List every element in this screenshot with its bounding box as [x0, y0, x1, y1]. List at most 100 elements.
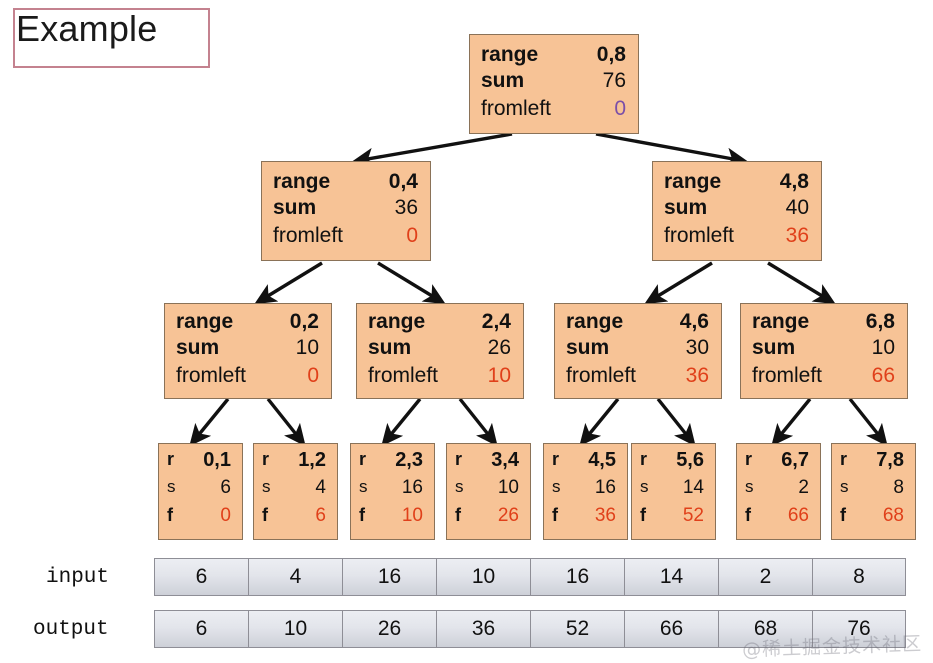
leaf-label-fromleft: f [455, 505, 461, 525]
leaf-label-sum: s [640, 477, 649, 496]
node-label-range: range [273, 170, 331, 193]
leaf-value-sum: 10 [497, 477, 519, 498]
leaf-value-range: 2,3 [395, 449, 423, 471]
tree-node-4-6: range 4,6 sum 30 fromleft 36 [554, 303, 722, 399]
leaf-value-range: 6,7 [781, 449, 809, 471]
leaf-value-sum: 8 [893, 477, 904, 498]
node-value-range: 0,2 [289, 310, 319, 333]
leaf-label-fromleft: f [640, 505, 646, 525]
node-label-range: range [368, 310, 426, 333]
leaf-label-range: r [745, 449, 753, 469]
leaf-value-range: 4,5 [588, 449, 616, 471]
tree-node-2-4: range 2,4 sum 26 fromleft 10 [356, 303, 524, 399]
input-cell: 8 [812, 558, 906, 596]
leaf-label-range: r [167, 449, 175, 469]
output-cell: 6 [154, 610, 248, 648]
node-value-fromleft: 0 [406, 224, 418, 247]
node-label-sum: sum [566, 336, 610, 359]
input-cell: 16 [530, 558, 624, 596]
leaf-value-fromleft: 66 [787, 505, 809, 526]
tree-leaf-1-2: r 1,2 s 4 f 6 [253, 443, 338, 540]
leaf-value-sum: 16 [594, 477, 616, 498]
leaf-value-fromleft: 6 [315, 505, 326, 526]
node-label-fromleft: fromleft [566, 364, 637, 387]
leaf-label-sum: s [840, 477, 849, 496]
node-value-sum: 26 [487, 336, 511, 359]
node-value-range: 4,8 [779, 170, 809, 193]
node-value-fromleft: 0 [307, 364, 319, 387]
tree-leaf-5-6: r 5,6 s 14 f 52 [631, 443, 716, 540]
leaf-value-fromleft: 68 [882, 505, 904, 526]
leaf-value-range: 3,4 [491, 449, 519, 471]
node-label-fromleft: fromleft [664, 224, 735, 247]
leaf-value-range: 1,2 [298, 449, 326, 471]
node-label-range: range [664, 170, 722, 193]
node-value-sum: 30 [685, 336, 709, 359]
input-cell: 16 [342, 558, 436, 596]
output-array-label: output [33, 618, 109, 641]
leaf-label-sum: s [455, 477, 464, 496]
tree-leaf-6-7: r 6,7 s 2 f 66 [736, 443, 821, 540]
input-cell: 6 [154, 558, 248, 596]
node-value-range: 0,4 [388, 170, 418, 193]
tree-node-0-4: range 0,4 sum 36 fromleft 0 [261, 161, 431, 261]
node-label-fromleft: fromleft [176, 364, 247, 387]
output-cell: 66 [624, 610, 718, 648]
leaf-label-range: r [455, 449, 463, 469]
node-value-sum: 10 [295, 336, 319, 359]
output-cell: 10 [248, 610, 342, 648]
node-label-range: range [481, 43, 539, 66]
output-cell: 68 [718, 610, 812, 648]
leaf-value-sum: 4 [315, 477, 326, 498]
leaf-label-fromleft: f [840, 505, 846, 525]
leaf-label-sum: s [262, 477, 271, 496]
output-cell: 76 [812, 610, 906, 648]
node-label-sum: sum [368, 336, 412, 359]
node-value-fromleft: 36 [785, 224, 809, 247]
node-label-range: range [566, 310, 624, 333]
leaf-label-fromleft: f [745, 505, 751, 525]
output-cell: 52 [530, 610, 624, 648]
leaf-label-sum: s [552, 477, 561, 496]
tree-node-4-8: range 4,8 sum 40 fromleft 36 [652, 161, 822, 261]
tree-leaf-7-8: r 7,8 s 8 f 68 [831, 443, 916, 540]
title-box [13, 8, 210, 68]
node-value-sum: 36 [394, 196, 418, 219]
tree-node-0-2: range 0,2 sum 10 fromleft 0 [164, 303, 332, 399]
node-label-fromleft: fromleft [752, 364, 823, 387]
leaf-value-sum: 14 [682, 477, 704, 498]
output-cell: 36 [436, 610, 530, 648]
node-value-range: 4,6 [679, 310, 709, 333]
node-value-fromleft: 36 [685, 364, 709, 387]
page-title: Example [16, 8, 158, 49]
watermark: @稀土掘金技术社区 [741, 632, 923, 662]
leaf-label-sum: s [359, 477, 368, 496]
input-array-row: 6 4 16 10 16 14 2 8 [154, 558, 906, 596]
node-label-fromleft: fromleft [273, 224, 344, 247]
node-label-fromleft: fromleft [368, 364, 439, 387]
leaf-label-range: r [640, 449, 648, 469]
node-value-sum: 10 [871, 336, 895, 359]
node-label-sum: sum [176, 336, 220, 359]
node-label-sum: sum [273, 196, 317, 219]
input-cell: 14 [624, 558, 718, 596]
leaf-label-fromleft: f [552, 505, 558, 525]
leaf-value-sum: 2 [798, 477, 809, 498]
input-cell: 4 [248, 558, 342, 596]
node-value-fromleft: 66 [871, 364, 895, 387]
tree-node-root: range 0,8 sum 76 fromleft 0 [469, 34, 639, 134]
node-value-range: 2,4 [481, 310, 511, 333]
output-cell: 26 [342, 610, 436, 648]
tree-leaf-3-4: r 3,4 s 10 f 26 [446, 443, 531, 540]
tree-leaf-0-1: r 0,1 s 6 f 0 [158, 443, 243, 540]
input-array-label: input [46, 566, 110, 589]
leaf-label-range: r [840, 449, 848, 469]
node-label-sum: sum [752, 336, 796, 359]
node-value-range: 0,8 [596, 43, 626, 66]
tree-leaf-2-3: r 2,3 s 16 f 10 [350, 443, 435, 540]
leaf-value-sum: 6 [220, 477, 231, 498]
leaf-label-range: r [359, 449, 367, 469]
leaf-label-fromleft: f [359, 505, 365, 525]
output-array-row: 6 10 26 36 52 66 68 76 [154, 610, 906, 648]
leaf-label-sum: s [745, 477, 754, 496]
